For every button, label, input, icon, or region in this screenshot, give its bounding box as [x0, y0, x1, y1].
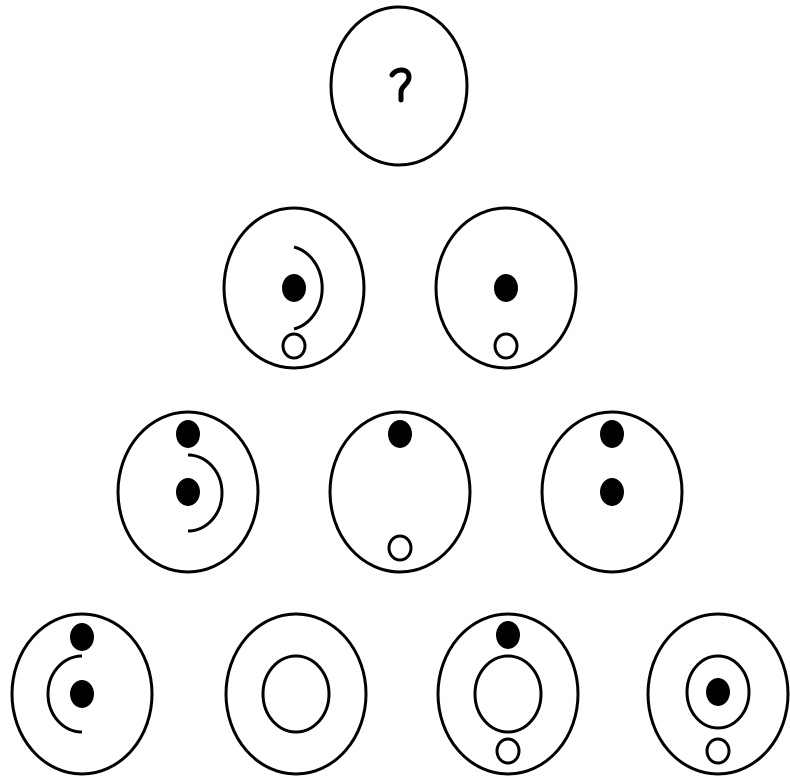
- cell-outline: [226, 614, 366, 774]
- cell-r4-c3: [438, 614, 578, 774]
- cell-r3-c1: [118, 412, 258, 572]
- filled-dot: [388, 420, 412, 448]
- cell-outline: [331, 7, 467, 165]
- filled-dot: [176, 478, 200, 506]
- hollow-dot: [497, 739, 519, 763]
- cell-r3-c3: [542, 412, 682, 572]
- hollow-dot: [389, 536, 411, 560]
- hollow-dot: [495, 334, 517, 358]
- cell-r4-c4: [648, 614, 788, 774]
- cell-question: [331, 7, 467, 165]
- cell-r2-c1: [224, 208, 364, 368]
- filled-dot: [282, 274, 306, 302]
- filled-dot: [706, 678, 730, 706]
- filled-dot: [600, 420, 624, 448]
- inner-ring: [263, 656, 329, 732]
- cell-r2-c2: [436, 208, 576, 368]
- filled-dot: [70, 680, 94, 708]
- filled-dot: [496, 621, 520, 649]
- filled-dot: [70, 623, 94, 651]
- cell-r3-c2: [330, 412, 470, 572]
- hollow-dot: [707, 739, 729, 763]
- filled-dot: [494, 274, 518, 302]
- cell-r4-c1: [12, 614, 152, 774]
- filled-dot: [600, 478, 624, 506]
- filled-dot: [176, 420, 200, 448]
- inner-ring: [475, 656, 541, 732]
- question-mark-icon: [392, 70, 409, 100]
- hollow-dot: [283, 334, 305, 358]
- cell-r4-c2: [226, 614, 366, 774]
